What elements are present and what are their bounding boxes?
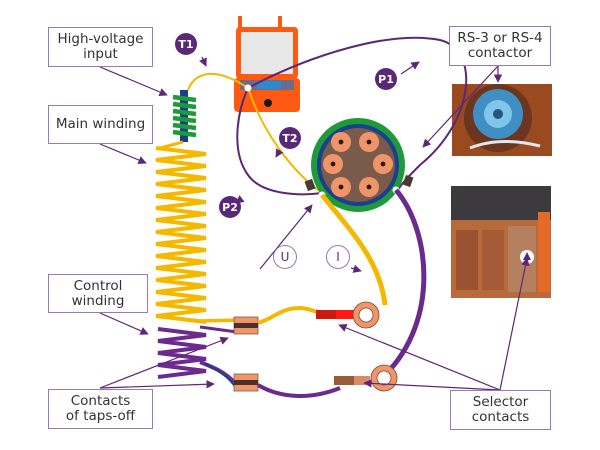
badge-t2: T2 [279, 127, 301, 149]
label-main-winding: Main winding [48, 105, 153, 144]
rs-contactor-photo [452, 84, 552, 156]
badge-p2: P2 [219, 196, 241, 218]
label-line: Main winding [55, 116, 146, 132]
callout-arrows [99, 56, 530, 391]
label-rs-contactor: RS-3 or RS-4 contactor [449, 26, 551, 66]
label-line: of taps-off [65, 408, 136, 424]
label-line: RS-3 or RS-4 [457, 30, 543, 46]
label-selector-contacts: Selector contacts [450, 390, 551, 430]
label-high-voltage-input: High-voltage input [48, 27, 153, 67]
label-line: input [83, 46, 118, 62]
label-contacts-taps-off: Contacts of taps-off [48, 389, 153, 429]
label-line: Contacts [70, 393, 131, 409]
voltage-meter-indicator: U [273, 245, 297, 269]
label-line: contacts [471, 409, 530, 425]
badge-t1: T1 [175, 33, 197, 55]
purple-lead [383, 188, 427, 377]
label-line: winding [71, 292, 125, 309]
selector-contact-upper [316, 301, 380, 329]
p2-cable [236, 87, 323, 196]
transformer-photo [451, 186, 551, 298]
badge-p1: P1 [375, 68, 397, 90]
selector-contact-lower [334, 364, 398, 392]
label-control-winding: Control winding [48, 274, 148, 313]
contactor-disc [304, 118, 414, 212]
current-meter-indicator: I [326, 245, 350, 269]
control-winding-coil [157, 327, 207, 379]
label-line: contactor [467, 45, 533, 61]
label-line: High-voltage [57, 31, 144, 47]
tap-contact-lower [233, 373, 259, 392]
label-line: Selector [472, 394, 529, 410]
label-line: Control [73, 277, 123, 294]
yellow-lead [320, 193, 388, 306]
high-voltage-coil [172, 90, 197, 142]
main-winding-coil [155, 146, 207, 324]
tap-contact-upper [233, 316, 259, 335]
t1-cable [187, 72, 249, 91]
